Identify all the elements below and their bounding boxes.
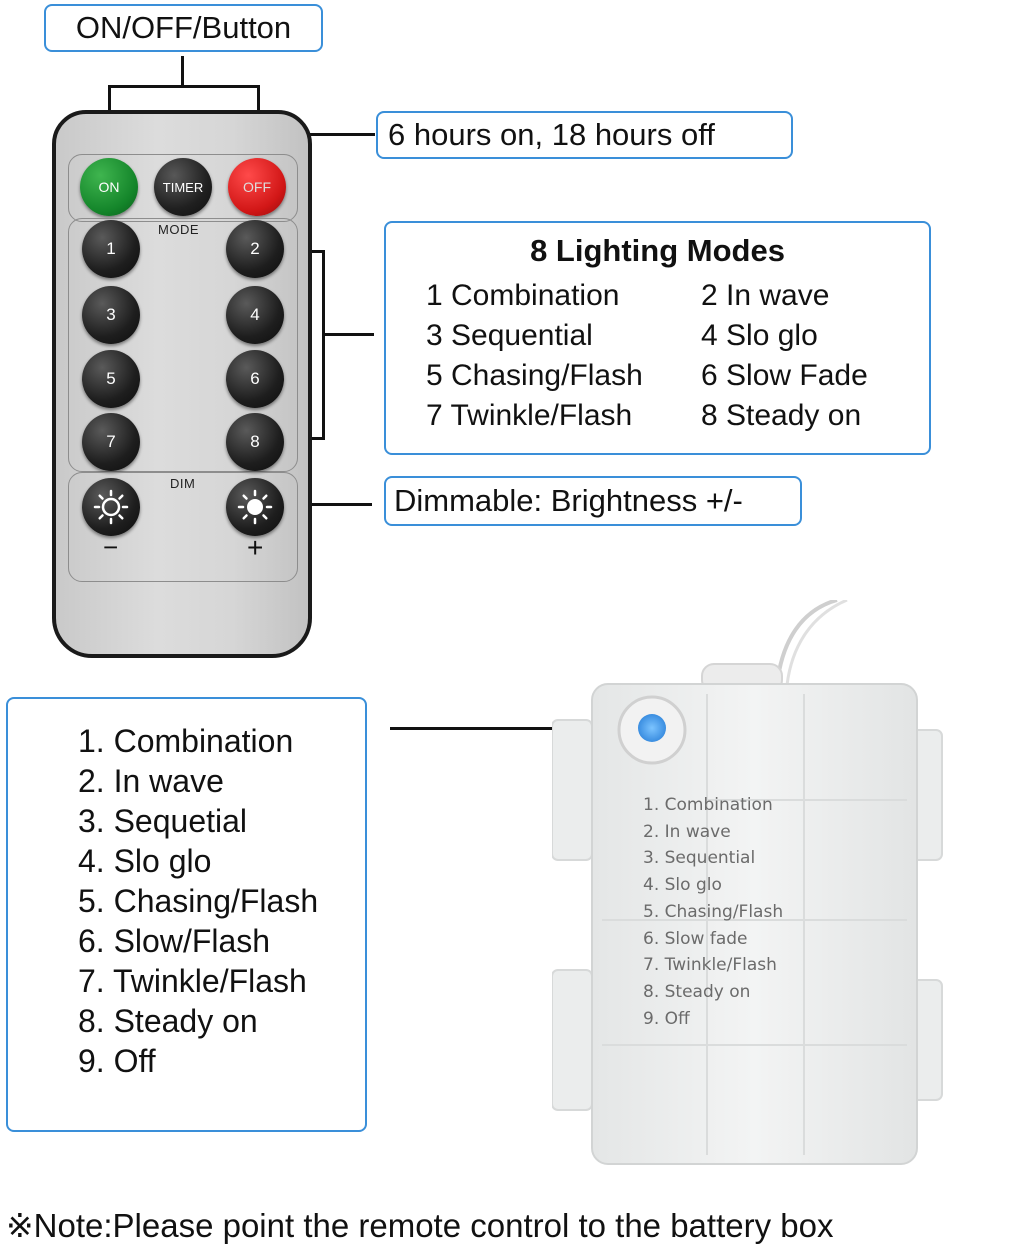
minus-sign: − xyxy=(103,532,119,562)
note-text: ※Note:Please point the remote control to… xyxy=(6,1207,834,1244)
battery-printed-list: 1. Combination 2. In wave 3. Sequential … xyxy=(643,792,783,1032)
mode-button-6[interactable]: 6 xyxy=(226,350,284,408)
modes-connector xyxy=(322,250,325,440)
modes-connector xyxy=(322,333,374,336)
mode-button-label: 1 xyxy=(106,239,116,258)
battery-mode-item: 5. Chasing/Flash xyxy=(78,883,319,919)
mode-label: MODE xyxy=(158,222,199,237)
mode-item: 7 Twinkle/Flash xyxy=(426,399,633,432)
battery-box xyxy=(552,600,943,1165)
mode-button-2[interactable]: 2 xyxy=(226,220,284,278)
sun-bright-icon xyxy=(237,489,273,525)
onoff-connector xyxy=(257,85,260,127)
remote-control: ON TIMER OFF MODE 1 2 3 4 5 6 7 8 DIM xyxy=(52,110,312,658)
mode-item: 6 Slow Fade xyxy=(701,359,868,392)
battery-mode-button[interactable] xyxy=(638,714,666,742)
battery-printed-item: 2. In wave xyxy=(643,821,731,842)
mode-button-4[interactable]: 4 xyxy=(226,286,284,344)
plus-sign: + xyxy=(247,532,264,563)
dim-label: DIM xyxy=(170,476,196,491)
on-button[interactable]: ON xyxy=(80,158,138,216)
dim-up-button[interactable] xyxy=(226,478,284,536)
battery-mode-item: 3. Sequetial xyxy=(78,803,248,839)
battery-button-connector xyxy=(390,727,618,730)
mode-button-7[interactable]: 7 xyxy=(82,413,140,471)
mode-button-label: 3 xyxy=(106,305,116,324)
mode-button-1[interactable]: 1 xyxy=(82,220,140,278)
timer-button-label: TIMER xyxy=(162,179,204,195)
mode-panel xyxy=(68,218,298,472)
battery-printed-item: 4. Slo glo xyxy=(643,875,722,896)
mode-button-label: 8 xyxy=(250,432,260,451)
battery-printed-item: 1. Combination xyxy=(643,795,773,815)
onoff-connector xyxy=(181,56,184,86)
dim-panel xyxy=(68,472,298,582)
mode-item: 8 Steady on xyxy=(701,399,862,432)
mode-item: 2 In wave xyxy=(701,279,830,312)
off-button-label: OFF xyxy=(243,179,271,195)
battery-mode-item: 6. Slow/Flash xyxy=(78,923,271,959)
mode-button-label: 2 xyxy=(250,239,260,258)
mode-item: 1 Combination xyxy=(426,279,620,312)
timer-callout-text: 6 hours on, 18 hours off xyxy=(388,117,715,152)
mode-button-8[interactable]: 8 xyxy=(226,413,284,471)
mode-button-label: 7 xyxy=(106,432,116,451)
onoff-connector xyxy=(108,85,260,88)
dim-callout: Dimmable: Brightness +/- xyxy=(384,476,802,526)
dim-callout-text: Dimmable: Brightness +/- xyxy=(394,483,743,518)
mode-button-label: 6 xyxy=(250,369,260,388)
battery-printed-item: 9. Off xyxy=(643,1008,690,1029)
battery-printed-item: 3. Sequential xyxy=(643,848,756,869)
battery-printed-item: 5. Chasing/Flash xyxy=(643,901,784,922)
battery-mode-item: 7. Twinkle/Flash xyxy=(78,963,307,999)
dim-down-button[interactable] xyxy=(82,478,140,536)
onoff-callout-text: ON/OFF/Button xyxy=(75,10,292,45)
onoff-callout: ON/OFF/Button xyxy=(44,4,323,52)
battery-mode-item: 9. Off xyxy=(78,1043,156,1079)
mode-item: 4 Slo glo xyxy=(701,319,818,352)
timer-callout: 6 hours on, 18 hours off xyxy=(376,111,793,159)
battery-mode-item: 1. Combination xyxy=(78,723,294,759)
mode-button-3[interactable]: 3 xyxy=(82,286,140,344)
lighting-modes-list: 1 Combination 2 In wave 3 Sequential 4 S… xyxy=(426,279,921,432)
battery-mode-item: 8. Steady on xyxy=(78,1003,258,1039)
mode-button-label: 4 xyxy=(250,305,260,324)
onoff-connector xyxy=(108,85,111,127)
mode-button-5[interactable]: 5 xyxy=(82,350,140,408)
dim-connector xyxy=(290,503,372,506)
battery-modes-callout: 1. Combination 2. In wave 3. Sequetial 4… xyxy=(6,697,367,1132)
on-button-label: ON xyxy=(98,179,120,195)
battery-mode-item: 2. In wave xyxy=(78,763,224,799)
mode-item: 5 Chasing/Flash xyxy=(426,359,643,392)
battery-printed-item: 6. Slow fade xyxy=(643,928,748,949)
battery-printed-item: 7. Twinkle/Flash xyxy=(643,955,777,976)
battery-modes-list: 1. Combination 2. In wave 3. Sequetial 4… xyxy=(78,721,318,1081)
power-panel xyxy=(68,154,298,222)
timer-button[interactable]: TIMER xyxy=(154,158,212,216)
off-button[interactable]: OFF xyxy=(228,158,286,216)
lighting-modes-callout: 8 Lighting Modes 1 Combination 2 In wave… xyxy=(384,221,931,455)
sun-dim-icon xyxy=(93,489,129,525)
battery-printed-item: 8. Steady on xyxy=(643,981,751,1002)
lighting-modes-title: 8 Lighting Modes xyxy=(530,233,785,268)
battery-mode-item: 4. Slo glo xyxy=(78,843,212,879)
mode-button-label: 5 xyxy=(106,369,116,388)
mode-item: 3 Sequential xyxy=(426,319,593,352)
